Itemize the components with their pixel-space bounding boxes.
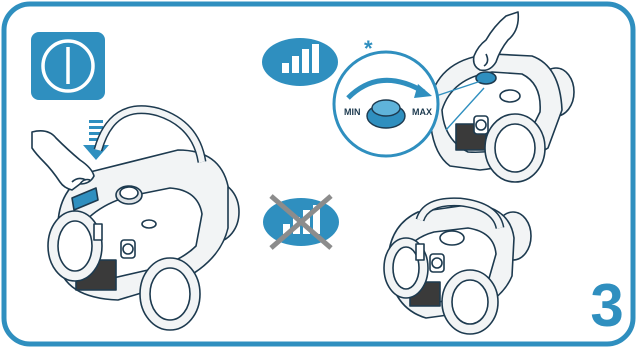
dial-min-label: MIN	[344, 107, 361, 117]
power-button-icon	[31, 32, 105, 100]
step-number: 3	[583, 276, 631, 336]
dial-max-label: MAX	[412, 107, 432, 117]
suction-level-icon	[262, 38, 338, 86]
